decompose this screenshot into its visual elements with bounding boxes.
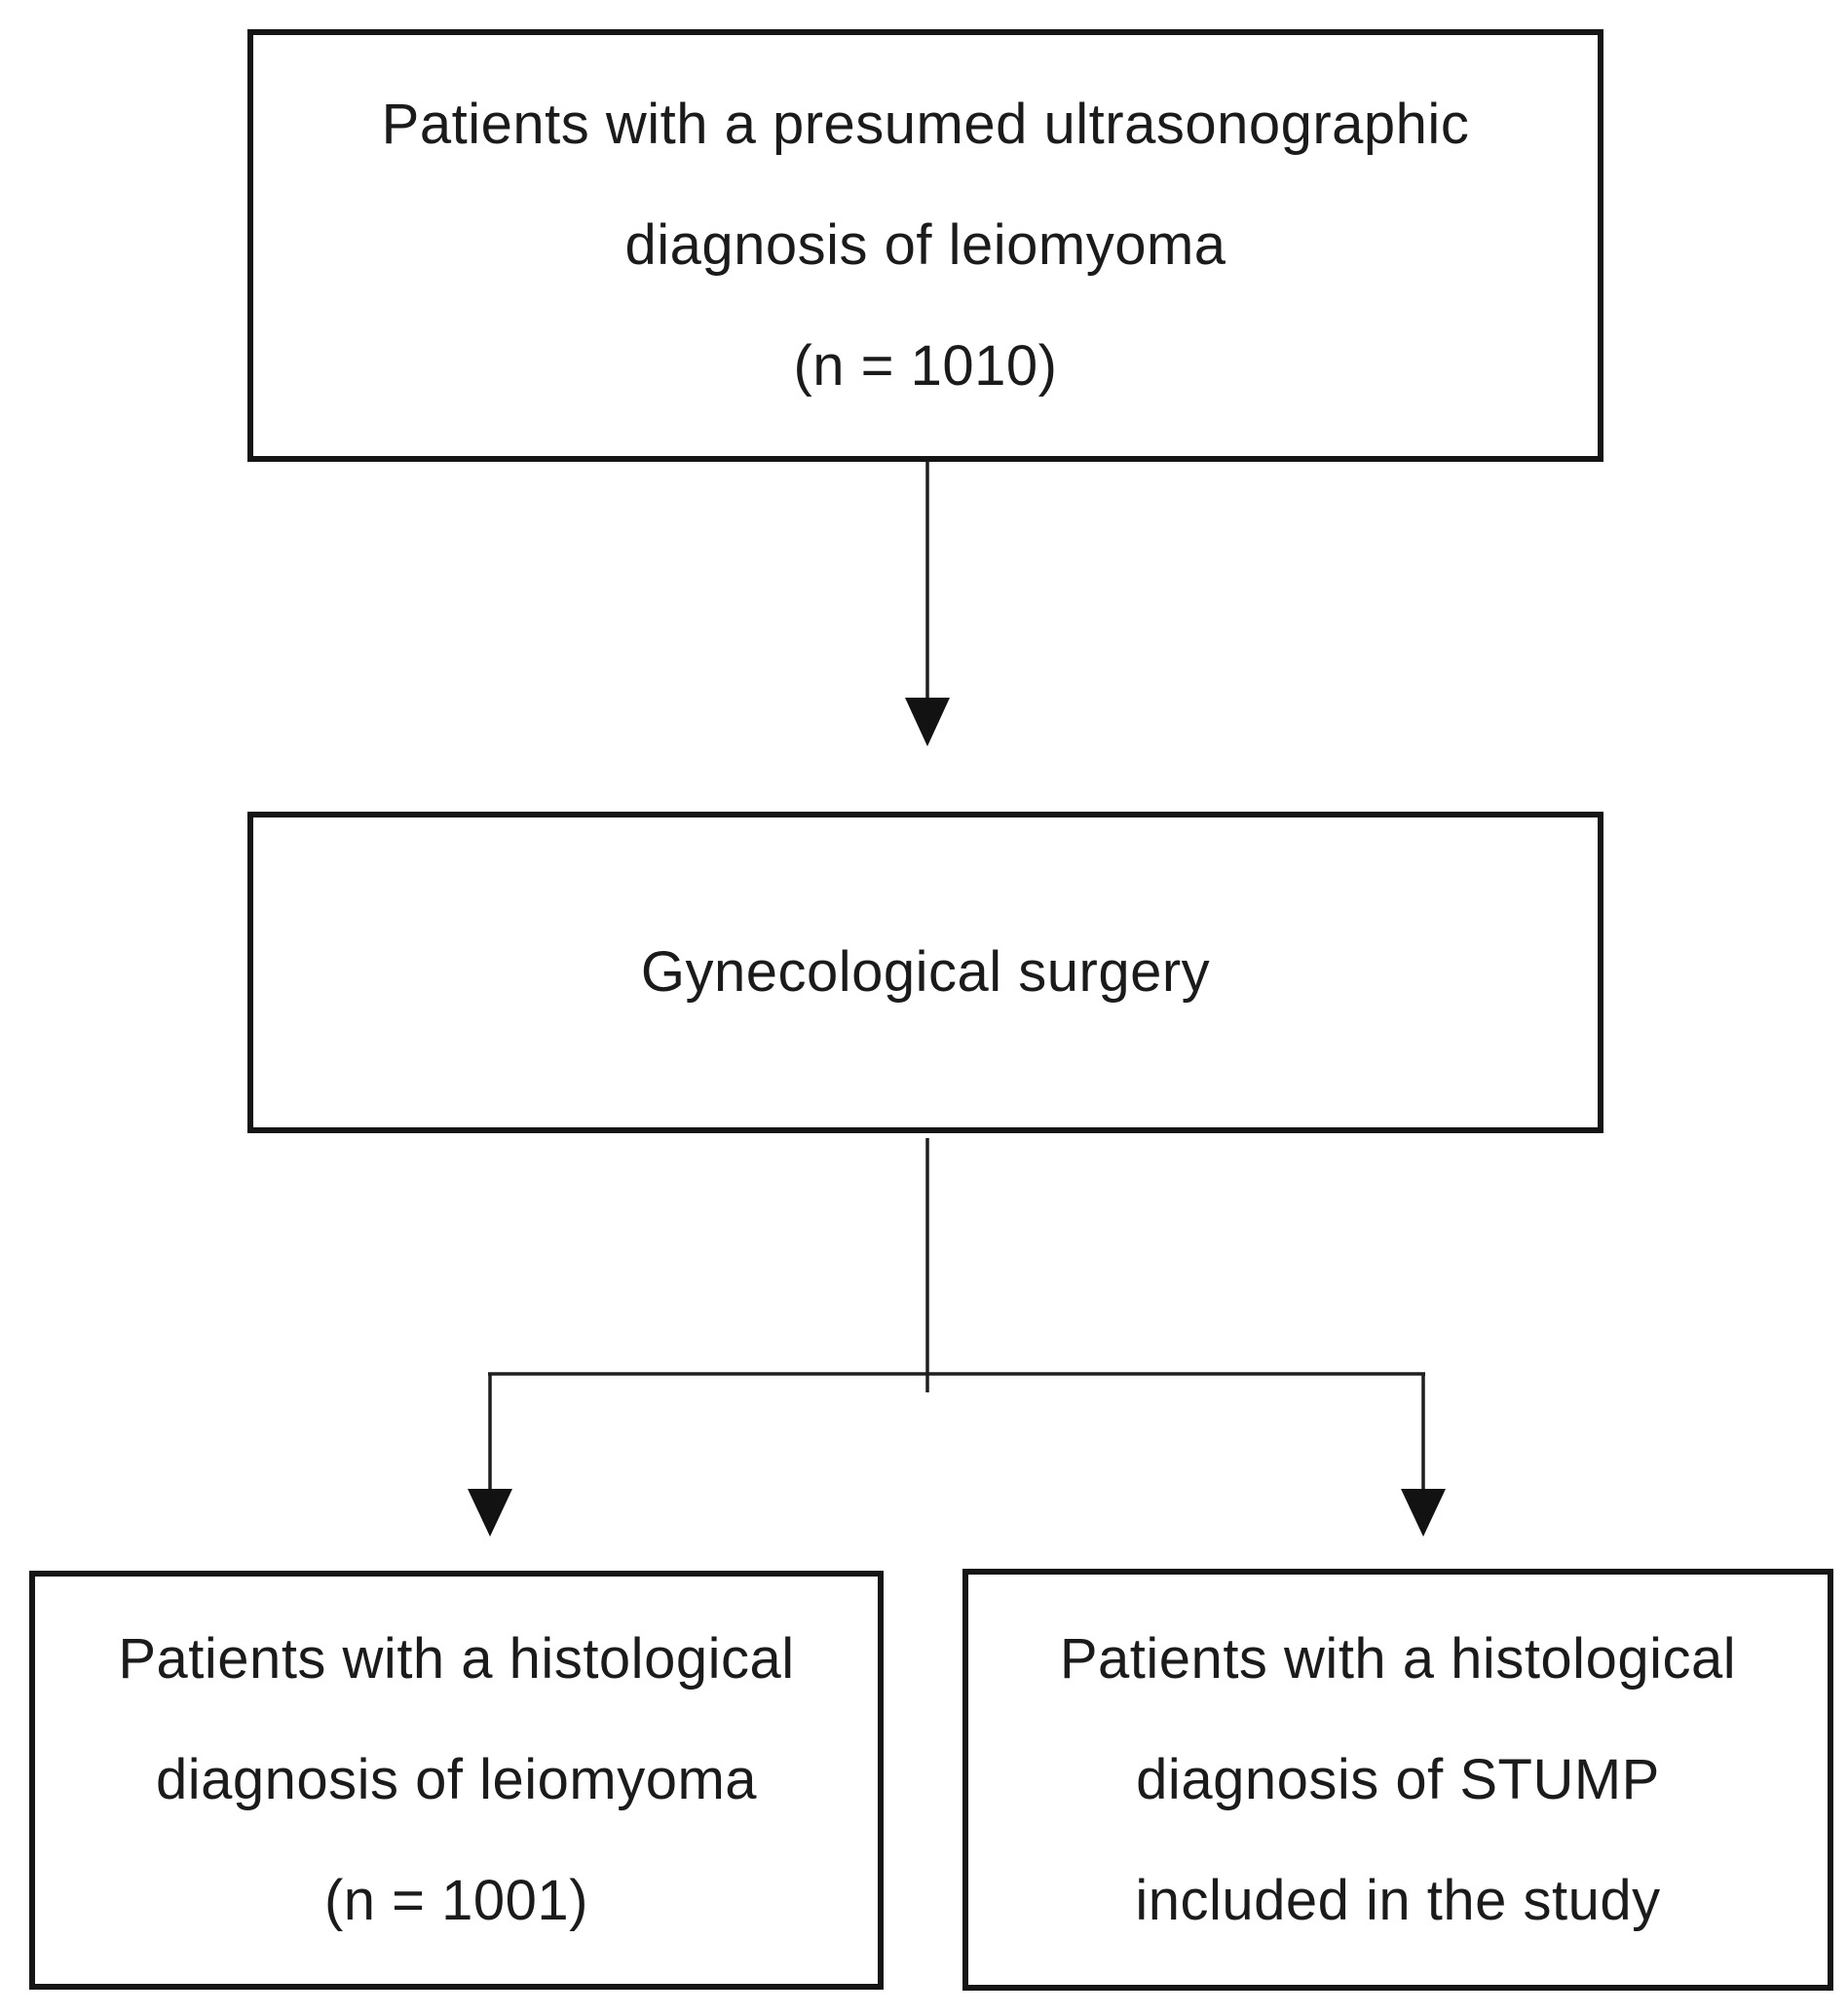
connector-middle-to-bottom [468,1138,1446,1537]
arrow-down-icon [1401,1489,1446,1537]
node-text-line: Patients with a presumed ultrasonographi… [381,93,1470,156]
node-count-label: (n = 1001) [323,1869,588,1932]
node-text-line: diagnosis of leiomyoma [155,1748,758,1811]
arrow-down-icon [468,1489,512,1537]
node-text-line: included in the study [1135,1868,1661,1932]
node-text-line: Gynecological surgery [640,940,1211,1004]
node-count-label: (n = 1010) [793,334,1058,398]
node-ultrasonographic-diagnosis: Patients with a presumed ultrasonographi… [247,29,1603,462]
node-text-line: Patients with a histological [1059,1626,1737,1691]
node-text-line: diagnosis of STUMP [1136,1747,1660,1811]
node-histological-stump: Patients with a histological diagnosis o… [962,1569,1833,1991]
node-histological-leiomyoma: Patients with a histological diagnosis o… [29,1571,884,1990]
node-gynecological-surgery: Gynecological surgery [247,812,1603,1133]
connector-top-to-middle [905,456,950,746]
node-text-line: Patients with a histological [118,1627,795,1691]
arrow-down-icon [905,698,950,746]
node-text-line: diagnosis of leiomyoma [624,213,1226,277]
